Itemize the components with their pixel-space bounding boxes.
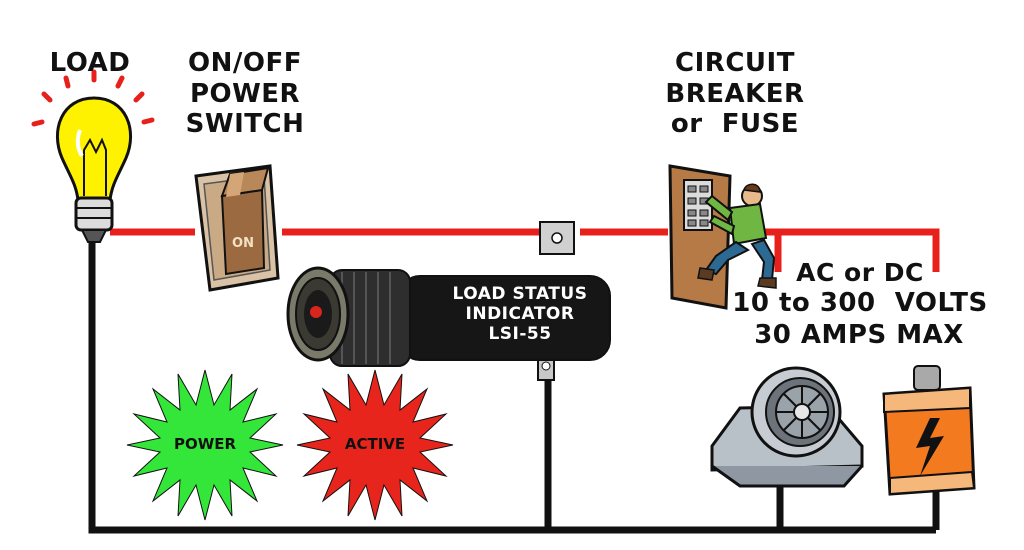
toggle-switch-icon xyxy=(194,164,280,292)
switch-on-text: ON xyxy=(232,236,254,251)
acdc-label: AC or DC xyxy=(796,258,924,287)
volts-label: 10 to 300 VOLTS xyxy=(732,288,988,318)
breaker-label-line1: CIRCUIT xyxy=(675,48,795,78)
active-star-icon xyxy=(296,369,454,521)
active-star-label: ACTIVE xyxy=(344,435,406,453)
indicator-line1: LOAD STATUS xyxy=(452,284,588,304)
circuit-breaker-icon xyxy=(668,164,732,310)
worker-icon xyxy=(697,183,777,289)
power-star-icon xyxy=(126,369,284,521)
indicator-line3: LSI-55 xyxy=(488,324,552,344)
battery-icon xyxy=(882,365,976,496)
switch-label: ON/OFF POWER SWITCH xyxy=(160,48,330,140)
load-label: LOAD xyxy=(49,48,131,78)
amps-label: 30 AMPS MAX xyxy=(754,320,964,350)
breaker-label-line3: or FUSE xyxy=(670,109,800,140)
breaker-label: CIRCUIT BREAKER or FUSE xyxy=(640,48,830,140)
switch-label-line2: POWER xyxy=(189,78,301,109)
power-star-label: POWER xyxy=(173,435,237,453)
indicator-line2: INDICATOR xyxy=(465,304,575,324)
switch-label-line3: SWITCH xyxy=(185,109,305,140)
breaker-label-line2: BREAKER xyxy=(665,78,805,109)
generator-icon xyxy=(710,366,864,488)
indicator-device-icon xyxy=(286,221,611,381)
lightbulb-icon xyxy=(31,69,155,243)
switch-label-line1: ON/OFF xyxy=(188,48,302,78)
black-wires xyxy=(88,240,940,534)
